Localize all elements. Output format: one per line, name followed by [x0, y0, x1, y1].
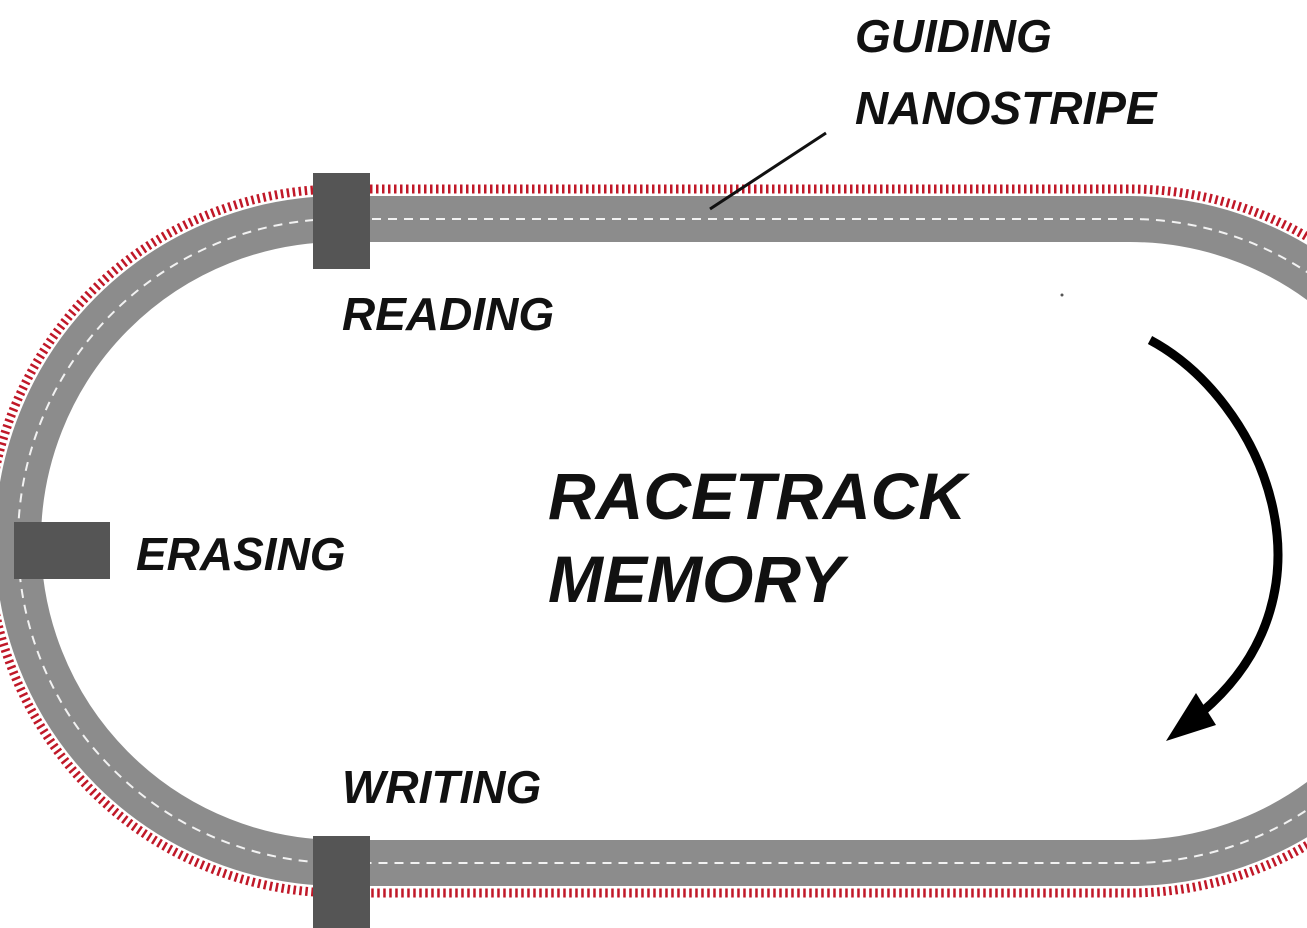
direction-arrow-shaft	[1147, 336, 1283, 716]
nanostripe-centerline	[17, 218, 1307, 864]
writing-label: WRITING	[342, 761, 541, 813]
stray-dot	[1060, 293, 1064, 297]
writing-head-block	[313, 836, 370, 928]
reading-label: READING	[342, 288, 554, 340]
erasing-head-block	[14, 522, 110, 579]
nanostripe-red-edge	[0, 184, 1307, 898]
guiding-nanostripe-pointer-line	[709, 131, 827, 211]
erasing-label: ERASING	[136, 528, 346, 580]
racetrack-memory-title-line2: MEMORY	[548, 542, 849, 616]
guiding-nanostripe-label-line2: NANOSTRIPE	[855, 82, 1158, 134]
reading-head-block	[313, 173, 370, 269]
guiding-nanostripe-label-line1: GUIDING	[855, 10, 1052, 62]
racetrack-memory-title-line1: RACETRACK	[548, 459, 970, 533]
direction-arrowhead-icon	[1166, 693, 1216, 741]
